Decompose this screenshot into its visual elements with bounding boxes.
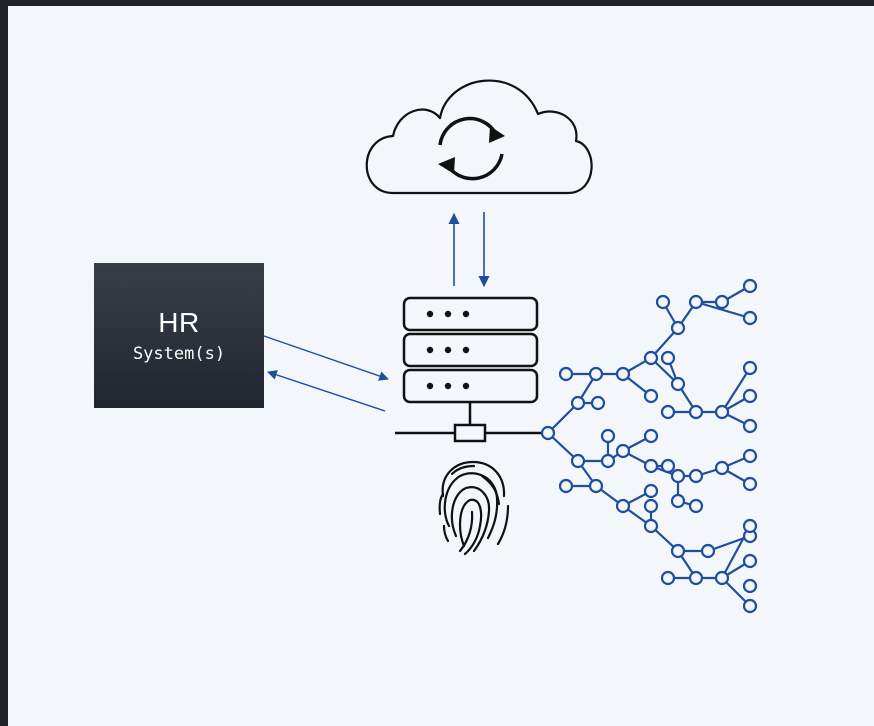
diagram-canvas: HR System(s) <box>8 6 874 726</box>
tree-network-nodes <box>540 278 758 614</box>
tree-network-icon <box>547 285 751 607</box>
hr-subtitle: System(s) <box>132 343 226 364</box>
architecture-diagram <box>263 79 758 614</box>
cloud-server-arrows <box>448 212 490 288</box>
fingerprint-icon <box>438 460 510 556</box>
network-bus-icon <box>395 402 548 443</box>
cloud-sync-icon <box>365 79 593 195</box>
hr-server-arrows <box>263 335 389 412</box>
hr-title: HR <box>158 306 200 338</box>
server-stack-icon <box>402 296 539 404</box>
hr-system-box: HR System(s) <box>94 263 264 408</box>
